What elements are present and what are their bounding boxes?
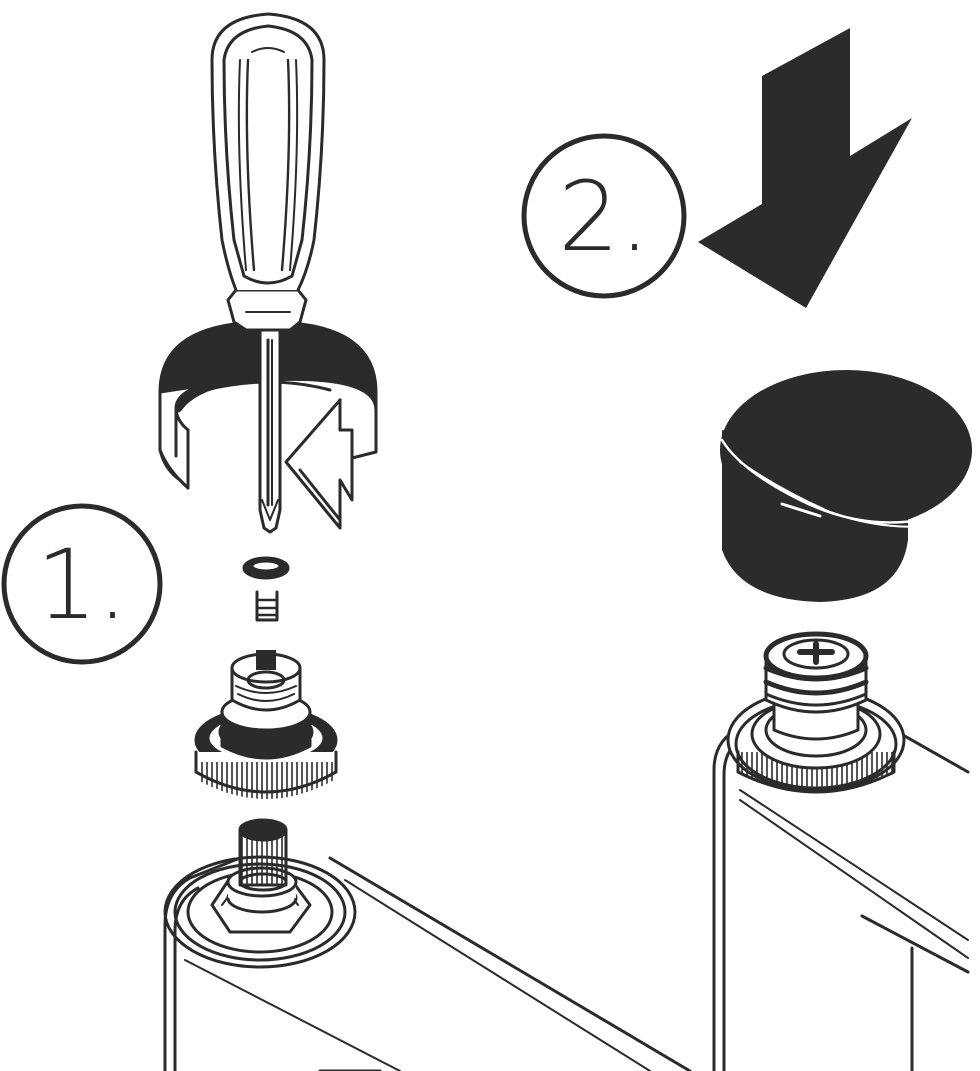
left-base-body: [165, 820, 690, 1071]
step-1-label: 1.: [36, 529, 128, 641]
small-screw: [257, 592, 277, 620]
step-2-label: 2.: [558, 161, 650, 273]
washer: [244, 558, 288, 578]
oval-cap: [720, 370, 972, 602]
down-arrow-icon: [698, 28, 912, 308]
right-base-body: [714, 634, 968, 1071]
valve-head: [232, 650, 300, 710]
